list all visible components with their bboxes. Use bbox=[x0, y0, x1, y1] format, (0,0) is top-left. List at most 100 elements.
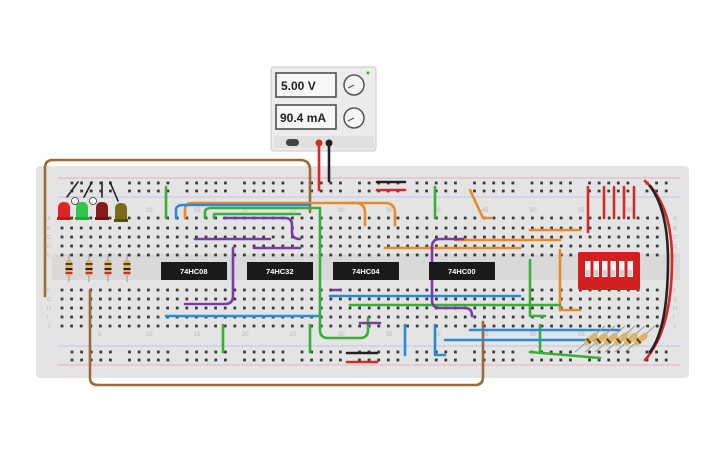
wire-green-long-5 bbox=[528, 350, 602, 360]
resistor-right-3[interactable] bbox=[594, 325, 626, 353]
positive-terminal[interactable] bbox=[315, 139, 323, 147]
column-number-15: 15 bbox=[194, 332, 201, 338]
column-number-15: 15 bbox=[194, 208, 201, 214]
column-number-45: 45 bbox=[482, 332, 489, 338]
column-number-30: 30 bbox=[338, 208, 345, 214]
dip-switch-slider-6 bbox=[628, 270, 633, 276]
wire-led2-leg bbox=[83, 181, 93, 198]
column-numbers: 5510101515202025253030353540404545505055… bbox=[98, 208, 633, 338]
wire-orange-2 bbox=[343, 201, 397, 227]
row-letter-c: C bbox=[673, 235, 677, 241]
column-number-40: 40 bbox=[434, 332, 441, 338]
column-number-35: 35 bbox=[386, 208, 393, 214]
svg-text:i: i bbox=[74, 199, 75, 204]
row-letter-b: B bbox=[47, 226, 51, 232]
voltage-display bbox=[275, 72, 337, 98]
cv-indicator bbox=[366, 71, 370, 75]
wire-orange-3 bbox=[468, 188, 493, 220]
negative-terminal[interactable] bbox=[325, 139, 333, 147]
dip-switch-slider-1 bbox=[585, 270, 590, 276]
resistor-3 bbox=[104, 254, 112, 282]
row-letter-i: I bbox=[47, 315, 49, 321]
wire-green-long-1 bbox=[203, 206, 370, 340]
column-number-20: 20 bbox=[242, 332, 249, 338]
led-red[interactable] bbox=[57, 202, 71, 220]
column-number-35: 35 bbox=[386, 332, 393, 338]
resistor-right-5[interactable] bbox=[614, 325, 646, 353]
dip-switch-key-2[interactable] bbox=[593, 261, 600, 277]
wire-led1-leg bbox=[66, 181, 79, 198]
led-olive[interactable] bbox=[114, 203, 128, 222]
row-letter-f: F bbox=[47, 288, 51, 294]
power-switch[interactable] bbox=[286, 139, 299, 146]
psu-terminal-strip bbox=[274, 136, 374, 148]
row-letter-g: G bbox=[673, 297, 677, 303]
column-number-60: 60 bbox=[626, 332, 633, 338]
dip-switch-key-6[interactable] bbox=[627, 261, 634, 277]
wire-brown-bottom-loop bbox=[88, 288, 485, 387]
column-number-50: 50 bbox=[530, 208, 537, 214]
current-display bbox=[275, 104, 337, 130]
row-letter-h: H bbox=[673, 306, 677, 312]
column-number-45: 45 bbox=[482, 208, 489, 214]
power-supply[interactable]: 5.00 V 90.4 mA bbox=[270, 66, 377, 152]
chip-74hc04[interactable]: 74HC04 bbox=[333, 262, 399, 280]
chip-74hc00[interactable]: 74HC00 bbox=[429, 262, 495, 280]
dip-switch-keys[interactable] bbox=[585, 261, 633, 277]
wire-purple-1 bbox=[222, 216, 302, 241]
resistors-left[interactable] bbox=[65, 254, 131, 282]
row-letter-e: E bbox=[673, 253, 677, 259]
wire-orange-1 bbox=[183, 201, 367, 227]
current-readout: 90.4 mA bbox=[280, 111, 326, 125]
chip-74hc04-label: 74HC04 bbox=[352, 267, 380, 276]
leds[interactable]: i i bbox=[57, 197, 128, 223]
dip-switch-slider-5 bbox=[619, 270, 624, 276]
row-letter-b: B bbox=[673, 226, 677, 232]
wires[interactable] bbox=[43, 144, 674, 387]
chip-74hc08-label: 74HC08 bbox=[180, 267, 208, 276]
wire-purple-3 bbox=[183, 246, 235, 306]
column-number-55: 55 bbox=[578, 208, 585, 214]
row-letter-i: I bbox=[673, 315, 675, 321]
row-letter-a: A bbox=[47, 216, 51, 222]
dip-switch-key-3[interactable] bbox=[602, 261, 608, 277]
wire-blue-4 bbox=[433, 323, 447, 357]
row-letter-d: D bbox=[47, 244, 51, 250]
led-green[interactable] bbox=[75, 202, 89, 220]
wire-orange-7 bbox=[558, 248, 582, 312]
column-number-30: 30 bbox=[338, 332, 345, 338]
row-letter-c: C bbox=[47, 235, 51, 241]
resistor-right-1[interactable] bbox=[574, 325, 606, 353]
row-letter-j: J bbox=[673, 324, 676, 330]
dip-switch-key-1[interactable] bbox=[585, 261, 591, 277]
chip-74hc32-label: 74HC32 bbox=[266, 267, 294, 276]
dip-switch-key-5[interactable] bbox=[619, 261, 625, 277]
row-letter-h: H bbox=[47, 306, 51, 312]
ic-chips[interactable]: 74HC08 74HC32 74HC04 74HC00 bbox=[161, 262, 495, 280]
wire-led4-leg bbox=[109, 181, 119, 202]
row-letter-j: J bbox=[47, 324, 50, 330]
row-letter-d: D bbox=[673, 244, 677, 250]
resistor-right-2[interactable] bbox=[584, 325, 616, 353]
resistors-right[interactable] bbox=[574, 325, 656, 353]
chip-74hc08[interactable]: 74HC08 bbox=[161, 262, 227, 280]
led-darkred[interactable] bbox=[95, 202, 109, 220]
dip-switch-key-4[interactable] bbox=[610, 261, 617, 277]
column-number-20: 20 bbox=[242, 208, 249, 214]
column-number-25: 25 bbox=[290, 332, 297, 338]
column-number-40: 40 bbox=[434, 208, 441, 214]
dip-switch-slider-2 bbox=[594, 270, 599, 276]
dip-switch-slider-4 bbox=[611, 270, 616, 276]
row-letter-f: F bbox=[673, 288, 677, 294]
column-number-10: 10 bbox=[146, 208, 153, 214]
resistor-right-4[interactable] bbox=[604, 325, 636, 353]
resistor-right-6[interactable] bbox=[624, 325, 656, 353]
row-letter-a: A bbox=[673, 216, 677, 222]
resistor-2 bbox=[85, 254, 93, 282]
chip-74hc32[interactable]: 74HC32 bbox=[247, 262, 313, 280]
dip-switch[interactable] bbox=[578, 252, 640, 290]
wire-blue-1 bbox=[174, 203, 312, 220]
voltage-readout: 5.00 V bbox=[281, 79, 316, 93]
column-number-5: 5 bbox=[98, 332, 102, 338]
